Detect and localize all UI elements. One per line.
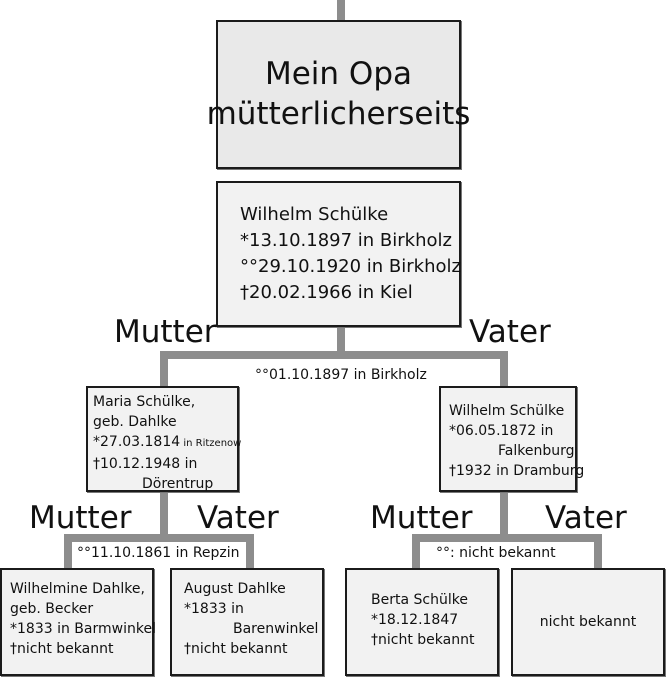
maternal-grandfather-branch-line: [246, 534, 254, 568]
maternal-grandfather-box: August Dahlke *1833 in Barenwinkel †nich…: [170, 568, 324, 676]
maternal-grandparents-horizontal-line: [64, 534, 254, 542]
maternal-grandmother-name: Wilhelmine Dahlke,: [10, 581, 145, 597]
parents-marriage-text: °°01.10.1897 in Birkholz: [255, 367, 427, 383]
paternal-grandfather-text: nicht bekannt: [539, 614, 637, 630]
mother-birth-date: *27.03.1814: [93, 434, 181, 450]
mother-death-date: †10.12.1948 in: [93, 456, 198, 472]
paternal-grandparents-horizontal-line: [412, 534, 602, 542]
father-death: †1932 in Dramburg: [449, 463, 585, 479]
maternal-grandfather-death: †nicht bekannt: [184, 641, 288, 657]
maternal-grandmother-maiden-name: geb. Becker: [10, 601, 94, 617]
maternal-grandmother-death: †nicht bekannt: [10, 641, 114, 657]
paternal-grandfather-branch-line: [594, 534, 602, 568]
main-vater-label: Vater: [469, 314, 551, 350]
right-mutter-label: Mutter: [370, 500, 473, 536]
maternal-grandmother-branch-line: [64, 534, 72, 568]
paternal-grandmother-birth: *18.12.1847: [371, 612, 459, 628]
top-connector-line: [337, 0, 345, 20]
maternal-grandparents-marriage-text: °°11.10.1861 in Repzin: [77, 545, 240, 561]
title-line-1: Mein Opa: [264, 55, 412, 92]
main-person-name: Wilhelm Schülke: [240, 204, 389, 225]
main-parents-horizontal-line: [160, 351, 508, 359]
main-mutter-label: Mutter: [114, 314, 217, 350]
father-birth-date: *06.05.1872 in: [449, 423, 554, 439]
father-branch-line: [500, 351, 508, 387]
main-person-box: Wilhelm Schülke *13.10.1897 in Birkholz …: [216, 181, 461, 327]
mother-name: Maria Schülke,: [93, 394, 196, 410]
left-vater-label: Vater: [197, 500, 279, 536]
right-vater-label: Vater: [545, 500, 627, 536]
main-person-marriage: °°29.10.1920 in Birkholz: [240, 256, 461, 277]
paternal-grandparents-marriage-text: °°: nicht bekannt: [436, 545, 556, 561]
maternal-grandmother-box: Wilhelmine Dahlke, geb. Becker *1833 in …: [0, 568, 156, 676]
title-line-2: mütterlicherseits: [206, 95, 471, 132]
maternal-grandparents-vertical-line: [160, 492, 168, 537]
maternal-grandfather-birth-place: Barenwinkel: [233, 621, 319, 637]
mother-branch-line: [160, 351, 168, 387]
mother-birth-place: in Ritzenow: [180, 438, 242, 449]
paternal-grandfather-box: nicht bekannt: [511, 568, 665, 676]
father-name: Wilhelm Schülke: [449, 403, 565, 419]
mother-birth: *27.03.1814 in Ritzenow: [93, 432, 241, 454]
father-birth-place: Falkenburg: [498, 443, 575, 459]
paternal-grandmother-box: Berta Schülke *18.12.1847 †nicht bekannt: [345, 568, 499, 676]
main-person-death: †20.02.1966 in Kiel: [240, 282, 413, 303]
mother-death-place: Dörentrup: [142, 476, 214, 492]
title-box: Mein Opa mütterlicherseits: [207, 20, 470, 169]
paternal-grandmother-branch-line: [412, 534, 420, 568]
main-person-birth: *13.10.1897 in Birkholz: [240, 230, 452, 251]
left-mutter-label: Mutter: [29, 500, 132, 536]
paternal-grandparents-vertical-line: [500, 492, 508, 537]
mother-maiden-name: geb. Dahlke: [93, 414, 177, 430]
paternal-grandmother-name: Berta Schülke: [371, 592, 468, 608]
maternal-grandfather-birth-date: *1833 in: [184, 601, 244, 617]
maternal-grandmother-birth: *1833 in Barmwinkel: [10, 621, 156, 637]
maternal-grandfather-name: August Dahlke: [184, 581, 286, 597]
main-parents-vertical-line: [337, 327, 345, 354]
father-box: Wilhelm Schülke *06.05.1872 in Falkenbur…: [439, 386, 585, 492]
mother-box: Maria Schülke, geb. Dahlke *27.03.1814 i…: [86, 386, 241, 492]
paternal-grandmother-death: †nicht bekannt: [371, 632, 475, 648]
